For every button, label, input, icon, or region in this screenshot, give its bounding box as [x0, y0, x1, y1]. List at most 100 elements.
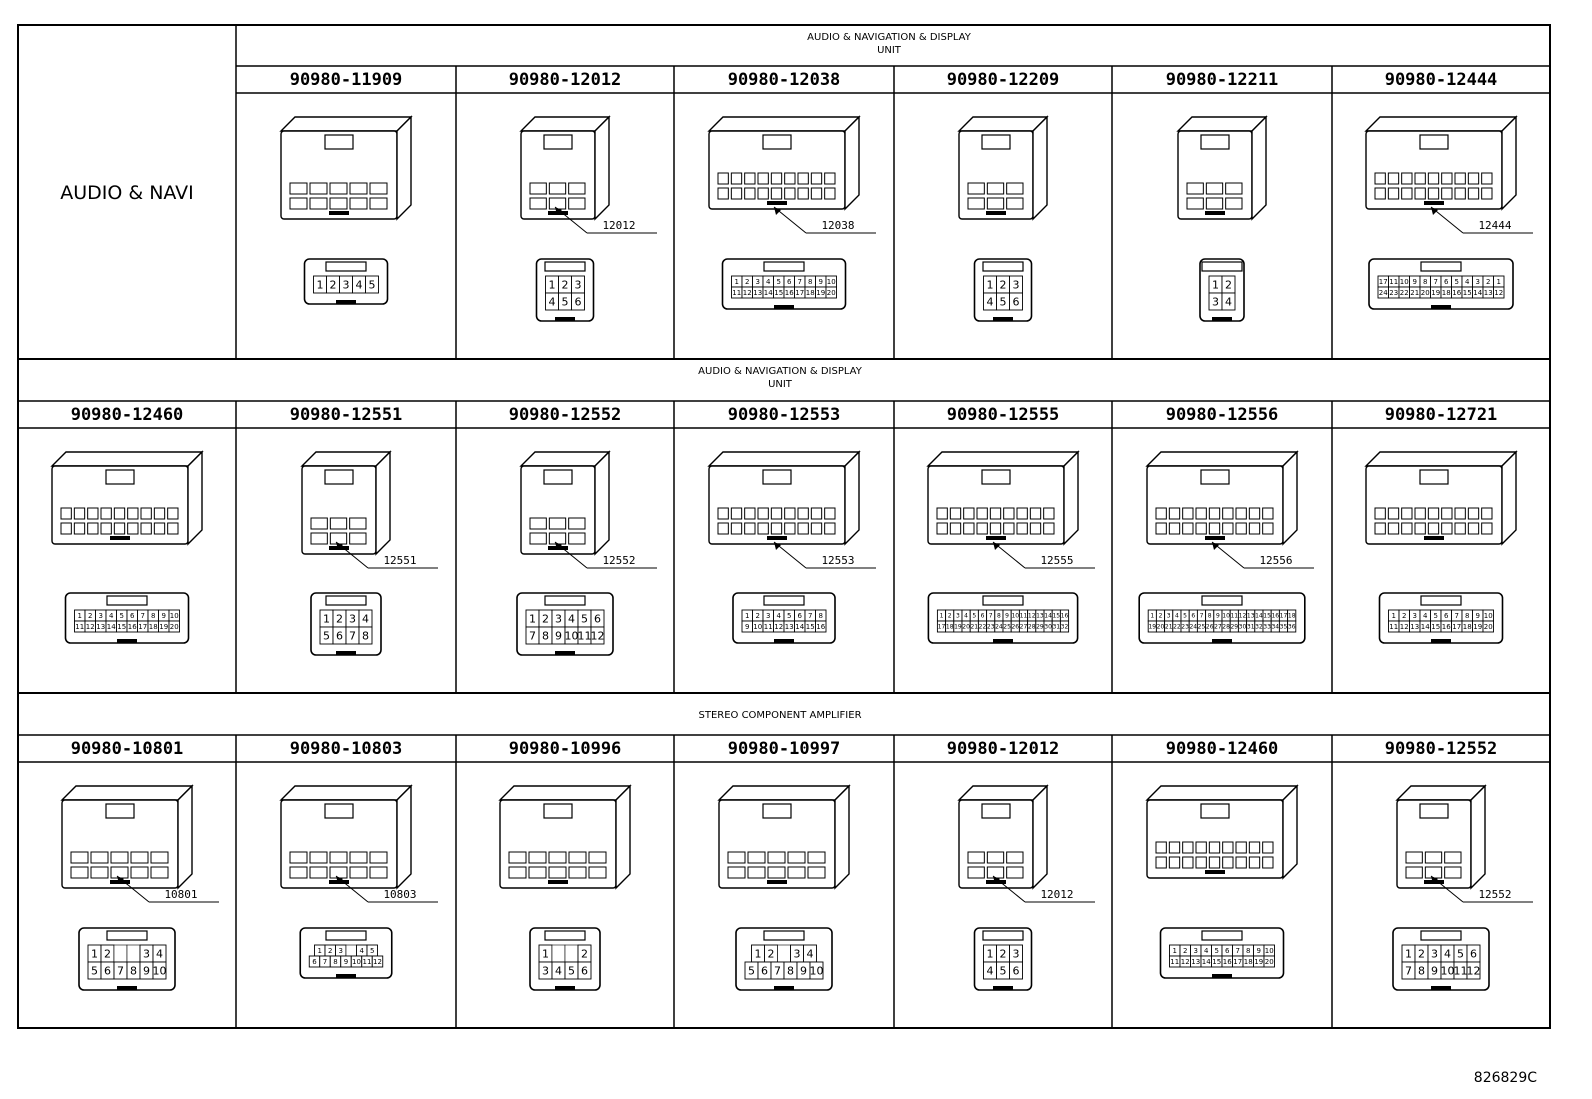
housing-cavity — [1186, 197, 1204, 210]
pin-number: 14 — [1255, 613, 1263, 620]
pin-number: 14 — [764, 289, 773, 297]
housing-cavity — [150, 866, 169, 879]
pin-number: 20 — [827, 289, 836, 297]
pin-number: 2 — [1418, 947, 1425, 960]
housing-cavity — [1195, 522, 1207, 535]
pin-number: 11 — [1389, 623, 1398, 631]
pin-number: 9 — [1216, 613, 1220, 620]
pin-number: 3 — [349, 612, 356, 625]
pin-number: 1 — [318, 947, 322, 955]
housing-drawing — [50, 450, 204, 546]
callout-arrow — [1212, 542, 1219, 550]
pin-number: 4 — [964, 613, 968, 620]
housing-cavity — [369, 197, 388, 210]
housing-cavity — [1235, 522, 1247, 535]
housing-cavity — [824, 507, 836, 520]
pin-number: 2 — [88, 612, 92, 620]
housing-cavity — [568, 182, 586, 195]
pin-number: 33 — [1263, 624, 1271, 631]
housing-cavity — [807, 866, 826, 879]
pin-number: 7 — [1434, 278, 1438, 286]
housing-cavity — [1262, 522, 1274, 535]
pin-number: 6 — [1013, 964, 1020, 977]
pin-blank — [113, 944, 128, 963]
pin-number: 5 — [972, 613, 976, 620]
housing-drawing — [717, 784, 851, 890]
pin-number: 2 — [756, 612, 760, 620]
pin-cavity — [1009, 961, 1023, 980]
housing-cavity — [967, 197, 985, 210]
pin-number: 15 — [774, 289, 783, 297]
pin-number: 3 — [339, 947, 343, 955]
pin-number: 4 — [362, 612, 369, 625]
pin-number: 19 — [954, 624, 962, 631]
pin-number: 11 — [75, 623, 84, 631]
housing-latch — [324, 134, 354, 150]
pin-number: 7 — [349, 629, 356, 642]
pin-number: 26 — [1206, 624, 1214, 631]
callout-arrow — [993, 542, 1000, 550]
pin-number: 13 — [785, 623, 794, 631]
pin-cavity — [1009, 292, 1023, 311]
callout-label: 12038 — [821, 219, 854, 232]
pin-number: 17 — [1452, 623, 1461, 631]
housing-cavity — [949, 507, 962, 520]
section-title-line: STEREO COMPONENT AMPLIFIER — [698, 710, 861, 721]
pin-number: 28 — [1028, 624, 1036, 631]
housing-cavity — [369, 182, 388, 195]
housing-cavity — [967, 182, 985, 195]
housing-mark — [1205, 536, 1225, 540]
housing-cavity — [1205, 197, 1224, 210]
housing-cavity — [1168, 856, 1181, 869]
pin-number: 16 — [785, 289, 794, 297]
housing-mark — [986, 211, 1006, 215]
housing-cavity — [1182, 856, 1194, 869]
pin-number: 16 — [1452, 289, 1461, 297]
housing-cavity — [1441, 172, 1453, 185]
housing-cavity — [1374, 187, 1386, 200]
housing-cavity — [329, 866, 348, 879]
housing-cavity — [1454, 172, 1466, 185]
housing-cavity — [810, 172, 823, 185]
housing-cavity — [110, 851, 129, 864]
face-latch — [325, 261, 367, 272]
housing-cavity — [767, 851, 786, 864]
pin-number: 1 — [1497, 278, 1501, 286]
pin-number: 6 — [1191, 613, 1195, 620]
housing-latch — [1419, 134, 1449, 150]
housing-latch — [981, 134, 1011, 150]
pin-number: 4 — [549, 295, 556, 308]
pin-number: 7 — [141, 612, 145, 620]
housing-cavity — [1387, 172, 1400, 185]
housing-cavity — [73, 507, 86, 520]
face-key — [774, 986, 794, 990]
housing-latch — [1200, 469, 1230, 485]
housing-cavity — [1481, 187, 1493, 200]
pin-number: 21 — [1410, 289, 1419, 297]
housing-mark — [767, 201, 787, 205]
pin-number: 3 — [99, 612, 103, 620]
housing-cavity — [1401, 172, 1413, 185]
part-number: 90980-12444 — [1385, 70, 1498, 90]
housing-drawing — [1395, 784, 1487, 890]
pin-number: 9 — [344, 958, 348, 966]
housing-cavity — [1235, 841, 1247, 854]
pin-number: 14 — [107, 623, 116, 631]
face-key — [555, 986, 575, 990]
pin-number: 4 — [568, 612, 575, 625]
housing-top — [279, 116, 413, 132]
housing-cavity — [1016, 522, 1028, 535]
housing-mark — [110, 536, 130, 540]
housing-cavity — [1222, 507, 1234, 520]
pin-number: 10 — [565, 629, 579, 642]
pin-number: 1 — [78, 612, 82, 620]
face-latch — [1201, 261, 1243, 272]
housing-side — [1251, 115, 1267, 221]
pin-number: 10 — [1222, 613, 1230, 620]
